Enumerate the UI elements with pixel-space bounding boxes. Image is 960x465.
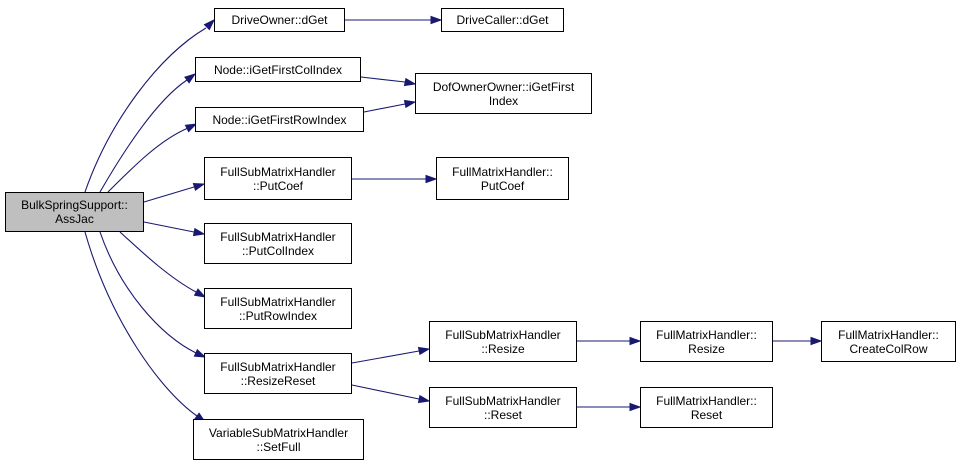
arrowhead-icon	[403, 99, 417, 109]
node-label-line: FullMatrixHandler::	[656, 327, 757, 342]
node-label-line: ::PutRowIndex	[238, 308, 318, 323]
arrowhead-icon	[417, 346, 431, 356]
edge-firstrow-to-dofowner	[363, 103, 406, 113]
node-label-line: FullSubMatrixHandler	[220, 229, 336, 244]
node-bulkspringsupport-assjac[interactable]: BulkSpringSupport:: AssJac	[5, 192, 144, 232]
node-label-line: DofOwnerOwner::iGetFirst	[432, 79, 575, 94]
node-label-line: DriveCaller::dGet	[456, 13, 549, 27]
node-fullmatrixhandler-resize[interactable]: FullMatrixHandler:: Resize	[640, 321, 773, 362]
node-label-line: ::Resize	[481, 341, 525, 356]
edge-root-to-fsmh_putcoef	[143, 186, 195, 203]
node-label-line: AssJac	[55, 212, 94, 226]
node-dofownerowner-igetfirstindex[interactable]: DofOwnerOwner::iGetFirst Index	[415, 73, 592, 114]
node-label-line: FullSubMatrixHandler	[220, 359, 336, 374]
node-label-line: FullMatrixHandler::	[656, 393, 757, 408]
edge-root-to-driveowner	[84, 27, 207, 193]
node-fullsubmatrixhandler-reset[interactable]: FullSubMatrixHandler ::Reset	[429, 387, 577, 428]
arrowhead-icon	[629, 336, 642, 346]
node-label-line: ::Reset	[483, 407, 522, 422]
node-driveowner-dget[interactable]: DriveOwner::dGet	[214, 8, 345, 32]
node-fullmatrixhandler-createcolrow[interactable]: FullMatrixHandler:: CreateColRow	[821, 321, 956, 362]
arrowhead-icon	[184, 73, 197, 84]
arrowhead-icon	[192, 227, 206, 237]
node-fullsubmatrixhandler-putcolindex[interactable]: FullSubMatrixHandler ::PutColIndex	[204, 223, 352, 264]
node-label-line: FullSubMatrixHandler	[445, 327, 561, 342]
node-label-line: CreateColRow	[849, 341, 928, 356]
node-label-line: FullSubMatrixHandler	[220, 294, 336, 309]
edge-root-to-firstrow	[107, 127, 189, 193]
edge-root-to-fsmh_resizereset	[99, 231, 197, 354]
arrowhead-icon	[810, 336, 823, 346]
node-label-line: ::ResizeReset	[240, 373, 316, 388]
node-label-line: PutCoef	[480, 178, 525, 193]
node-variablesubmatrixhandler-setfull[interactable]: VariableSubMatrixHandler ::SetFull	[193, 419, 364, 460]
arrowhead-icon	[184, 123, 198, 133]
node-label-line: Node::iGetFirstRowIndex	[212, 112, 347, 127]
node-label-line: VariableSubMatrixHandler	[208, 425, 349, 440]
edge-root-to-fsmh_putrowindex	[119, 231, 197, 293]
node-node-igetfirstrowindex[interactable]: Node::iGetFirstRowIndex	[195, 107, 364, 132]
node-fullsubmatrixhandler-putcoef[interactable]: FullSubMatrixHandler ::PutCoef	[204, 157, 352, 200]
node-label-line: ::SetFull	[256, 439, 301, 454]
edge-firstcol-to-dofowner	[360, 76, 406, 83]
arrowhead-icon	[193, 288, 207, 298]
edge-root-to-firstcol	[99, 79, 188, 193]
node-label-line: ::PutCoef	[252, 178, 304, 193]
node-label-line: FullSubMatrixHandler	[445, 393, 561, 408]
node-label-line: Index	[488, 93, 519, 108]
node-fullsubmatrixhandler-resizereset[interactable]: FullSubMatrixHandler ::ResizeReset	[204, 353, 352, 394]
node-label-line: Resize	[688, 341, 725, 356]
edge-root-to-fsmh_putcolindex	[143, 221, 195, 233]
node-drivecaller-dget[interactable]: DriveCaller::dGet	[441, 8, 564, 32]
arrowhead-icon	[417, 394, 431, 404]
node-node-igetfirstcolindex[interactable]: Node::iGetFirstColIndex	[195, 57, 361, 82]
arrowhead-icon	[203, 18, 216, 31]
node-fullsubmatrixhandler-putrowindex[interactable]: FullSubMatrixHandler ::PutRowIndex	[204, 288, 352, 329]
edge-fsmh_resizereset-to-fsmh_resize	[351, 350, 420, 364]
node-label-line: BulkSpringSupport::	[21, 198, 128, 212]
node-label-line: FullSubMatrixHandler	[220, 164, 336, 179]
node-label-line: FullMatrixHandler::	[838, 327, 939, 342]
arrowhead-icon	[425, 174, 438, 184]
arrowhead-icon	[403, 77, 417, 87]
node-label-line: Reset	[690, 407, 723, 422]
node-fullsubmatrixhandler-resize[interactable]: FullSubMatrixHandler ::Resize	[429, 321, 577, 362]
arrowhead-icon	[629, 402, 642, 412]
arrowhead-icon	[192, 182, 206, 192]
node-fullmatrixhandler-reset[interactable]: FullMatrixHandler:: Reset	[640, 387, 773, 428]
arrowhead-icon	[193, 348, 207, 358]
node-label-line: FullMatrixHandler::	[452, 164, 553, 179]
node-label-line: DriveOwner::dGet	[231, 13, 328, 27]
node-label-line: Node::iGetFirstColIndex	[213, 62, 343, 77]
node-fullmatrixhandler-putcoef[interactable]: FullMatrixHandler:: PutCoef	[436, 157, 569, 200]
arrowhead-icon	[430, 15, 443, 25]
edge-fsmh_resizereset-to-fsmh_reset	[351, 384, 420, 400]
edge-root-to-vsmh_setfull	[84, 231, 198, 417]
node-label-line: ::PutColIndex	[241, 243, 315, 258]
